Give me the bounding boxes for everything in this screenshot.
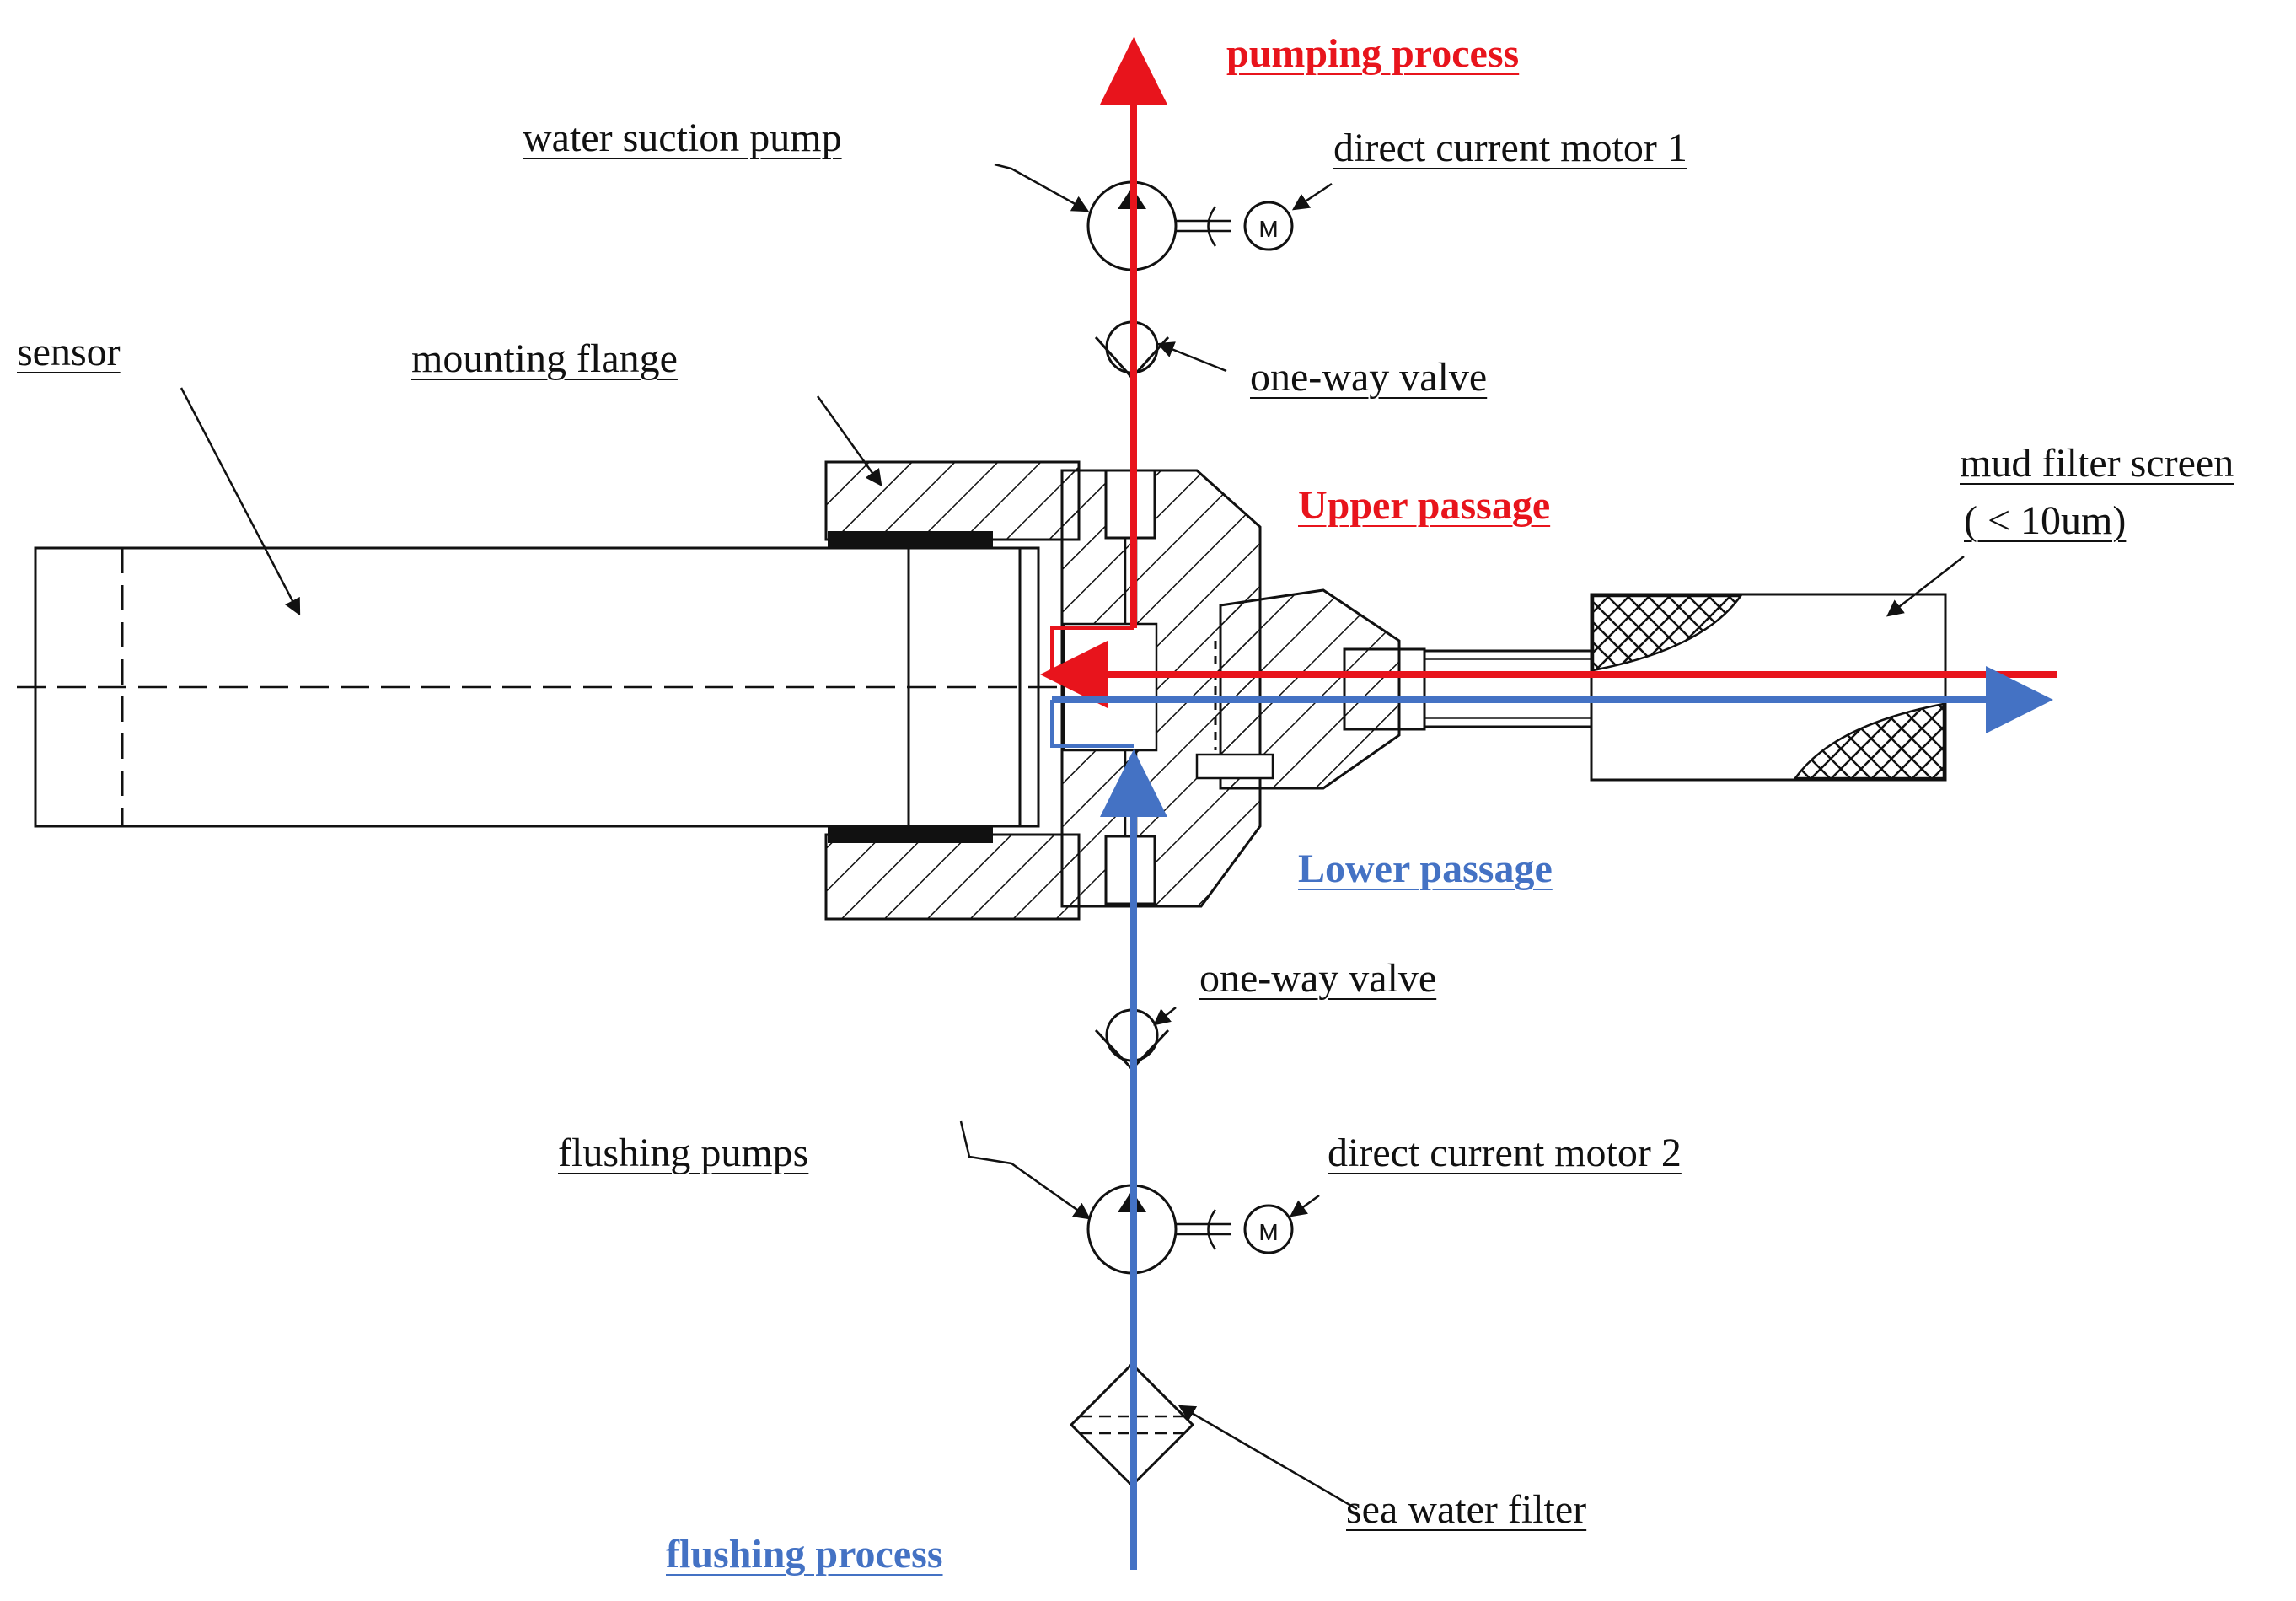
label-dc-motor-1: direct current motor 1 <box>1333 126 1687 170</box>
leader-dc-motor-1 <box>1291 182 1333 211</box>
dc-motor-1: M <box>1243 201 1294 251</box>
leader-mounting-flange <box>816 395 882 487</box>
leader-flushing-pumps <box>959 1120 1092 1220</box>
water-suction-pump <box>1086 180 1231 271</box>
label-one-way-valve-top: one-way valve <box>1250 355 1488 400</box>
label-upper-passage: Upper passage <box>1298 483 1551 528</box>
label-sensor: sensor <box>17 330 121 374</box>
dc-motor-2: M <box>1243 1204 1294 1254</box>
flushing-flow-path <box>1050 666 2053 1570</box>
pumping-flow-path <box>1040 37 2057 708</box>
label-flushing-pumps: flushing pumps <box>558 1131 809 1175</box>
label-pumping-process: pumping process <box>1226 31 1520 76</box>
motor-1-symbol: M <box>1258 216 1278 242</box>
flushing-pump <box>1086 1184 1231 1275</box>
flushing-flow-inner-loop <box>1050 700 1134 748</box>
label-sea-water-filter: sea water filter <box>1346 1487 1587 1532</box>
leader-one-way-valve-bottom <box>1153 1007 1177 1026</box>
leader-one-way-valve-top <box>1156 341 1227 373</box>
leader-water-suction-pump <box>994 163 1090 212</box>
label-water-suction-pump: water suction pump <box>523 116 842 160</box>
leader-dc-motor-2 <box>1289 1194 1320 1217</box>
leader-mud-filter <box>1886 556 1965 617</box>
label-lower-passage: Lower passage <box>1298 846 1553 891</box>
label-dc-motor-2: direct current motor 2 <box>1328 1131 1682 1175</box>
label-one-way-valve-bottom: one-way valve <box>1199 956 1437 1001</box>
motor-2-symbol: M <box>1258 1219 1278 1245</box>
label-flushing-process: flushing process <box>666 1532 943 1577</box>
label-mud-filter-screen: mud filter screen <box>1960 441 2234 486</box>
leader-lines <box>180 163 1965 1511</box>
label-mud-filter-spec: ( < 10um) <box>1964 498 2127 543</box>
leader-sensor <box>180 387 301 616</box>
label-mounting-flange: mounting flange <box>411 336 678 381</box>
nozzle-cone <box>1195 588 1401 790</box>
filter-tube <box>1343 647 1593 731</box>
mud-filter-screen <box>1590 593 1947 782</box>
leader-sea-water-filter <box>1178 1405 1358 1511</box>
mounting-flange <box>824 460 1081 921</box>
